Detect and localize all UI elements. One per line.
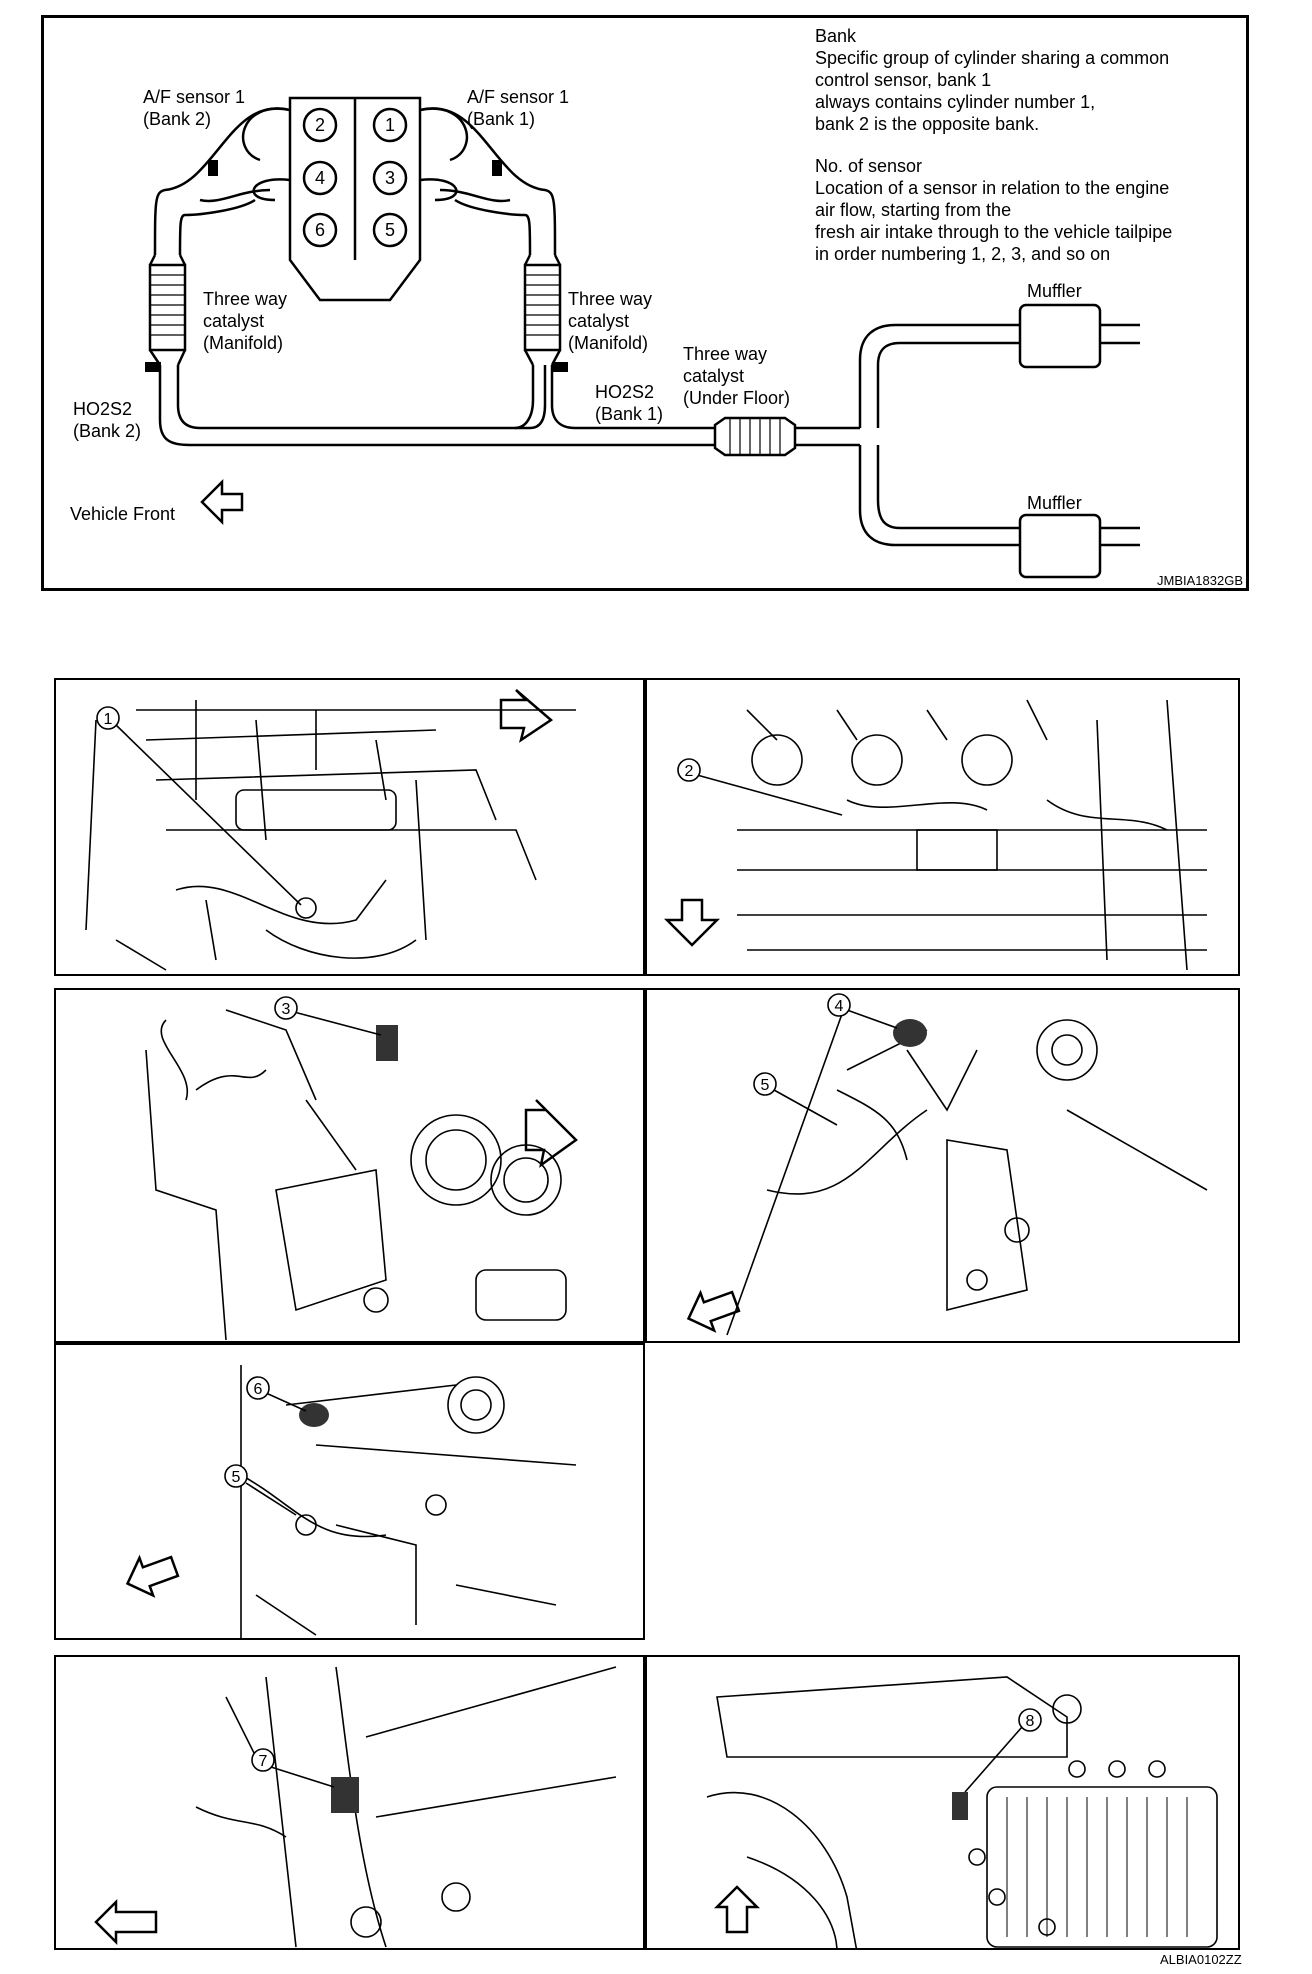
af-sensor-bank2-label: A/F sensor 1 (Bank 2) (143, 87, 246, 129)
engine-illustration: 2 (663, 699, 1207, 971)
ho2s2-bank1-label: HO2S2 (Bank 1) (595, 382, 664, 424)
engine-illustration: 7 (94, 1666, 617, 1948)
catalyst-manifold-right-label: Three way catalyst (Manifold) (568, 289, 653, 353)
callout-2: 2 (685, 763, 694, 780)
sensor-location-panel-6: 7 (54, 1655, 645, 1950)
exhaust-system-diagram (41, 15, 1249, 591)
figure-code: ALBIA0102ZZ (1160, 1952, 1242, 1967)
cylinder-label: 2 (314, 115, 325, 135)
engine-illustration: 3 (145, 996, 578, 1341)
sensor-location-panel-2: 2 (645, 678, 1240, 976)
engine-illustration: 6 5 (125, 1365, 577, 1638)
callout-8: 8 (1026, 1713, 1035, 1730)
sensor-location-panel-4: 4 5 (645, 988, 1240, 1343)
cylinder-label: 1 (384, 115, 395, 135)
muffler-bottom-label: Muffler (1027, 493, 1082, 513)
cylinder-label: 6 (314, 220, 325, 240)
cylinder-label: 4 (314, 168, 325, 188)
callout-5: 5 (232, 1469, 241, 1486)
engine-illustration: 1 (85, 689, 576, 971)
sensor-location-panel-1: 1 (54, 678, 645, 976)
engine-illustration: 8 (706, 1676, 1218, 1948)
sensor-location-panel-3: 3 (54, 988, 645, 1343)
callout-4: 4 (835, 998, 844, 1015)
sensor-location-panel-7: 8 (645, 1655, 1240, 1950)
figure-code: JMBIA1832GB (1157, 573, 1243, 588)
muffler-top-label: Muffler (1027, 281, 1082, 301)
exhaust-diagram-drawing (145, 96, 1140, 579)
engine-illustration: 4 5 (686, 993, 1208, 1336)
callout-7: 7 (259, 1753, 268, 1770)
bank-note: Bank Specific group of cylinder sharing … (815, 26, 1170, 134)
ho2s2-bank2-label: HO2S2 (Bank 2) (73, 399, 142, 441)
catalyst-underfloor-label: Three way catalyst (Under Floor) (683, 344, 791, 408)
sensor-location-panel-5: 6 5 (54, 1343, 645, 1640)
cylinder-label: 5 (384, 220, 395, 240)
callout-6: 6 (254, 1381, 263, 1398)
af-sensor-bank1-label: A/F sensor 1 (Bank 1) (467, 87, 570, 129)
vehicle-front-label: Vehicle Front (70, 504, 176, 524)
callout-1: 1 (104, 711, 113, 728)
callout-5: 5 (761, 1077, 770, 1094)
sensor-number-note: No. of sensor Location of a sensor in re… (815, 156, 1173, 264)
catalyst-manifold-left-label: Three way catalyst (Manifold) (203, 289, 288, 353)
cylinder-label: 3 (384, 168, 395, 188)
callout-3: 3 (282, 1001, 291, 1018)
